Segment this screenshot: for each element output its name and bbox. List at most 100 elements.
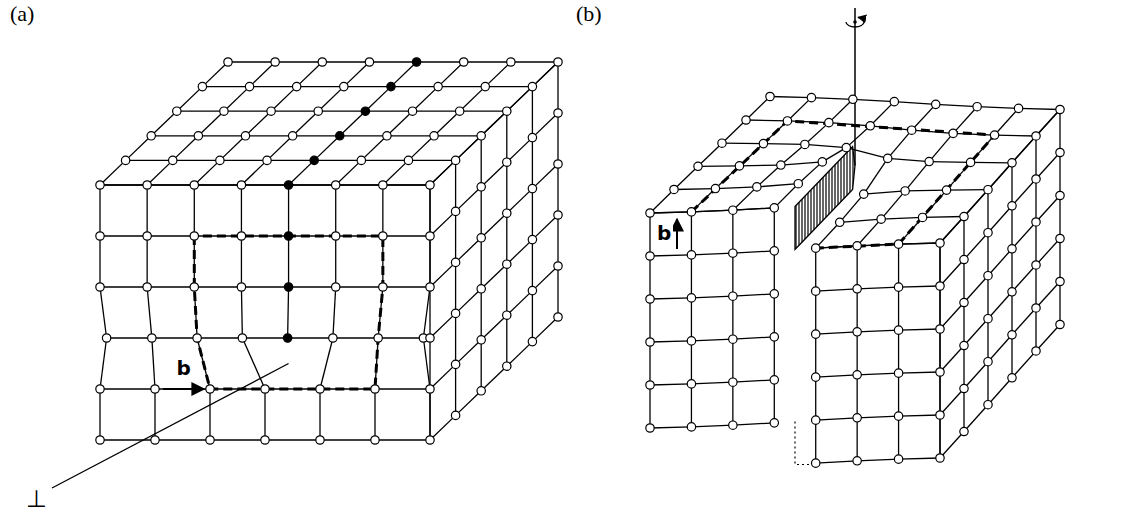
lattice-atom <box>1056 105 1064 113</box>
lattice-bond <box>456 238 482 263</box>
lattice-bond <box>423 338 430 389</box>
lattice-bond <box>485 62 511 87</box>
lattice-atom <box>942 186 950 194</box>
lattice-bond <box>940 217 964 243</box>
lattice-atom <box>918 213 926 221</box>
lattice-bond <box>265 439 320 440</box>
lattice-bond <box>250 86 297 87</box>
lattice-bond <box>988 249 1012 276</box>
lattice-atom <box>960 384 968 392</box>
lattice-bond <box>557 266 558 317</box>
lattice-bond <box>898 287 899 330</box>
lattice-atom <box>735 162 743 170</box>
lattice-bond <box>455 160 456 211</box>
lattice-bond <box>147 287 152 338</box>
lattice-bond <box>275 61 322 62</box>
lattice-bond <box>100 439 155 440</box>
lattice-atom <box>190 283 198 291</box>
lattice-bond <box>650 427 691 428</box>
lattice-bond <box>210 439 265 440</box>
lattice-bond <box>816 332 857 334</box>
lattice-bond <box>202 86 249 87</box>
lattice-atom <box>554 58 562 66</box>
lattice-bond <box>964 276 988 303</box>
lattice-atoms <box>96 58 1064 468</box>
lattice-bond <box>857 459 898 461</box>
lattice-bond <box>146 185 147 236</box>
lattice-bond <box>715 187 756 189</box>
lattice-atom <box>687 423 695 431</box>
lattice-atom <box>729 378 737 386</box>
lattice-bond <box>194 160 220 185</box>
lattice-bond <box>154 389 155 440</box>
lattice-atom <box>329 334 337 342</box>
lattice-bond <box>481 289 482 340</box>
lattice-bond <box>987 190 988 233</box>
lattice-bond <box>856 332 857 375</box>
lattice-bond <box>733 187 757 210</box>
lattice-bond <box>107 337 152 338</box>
lattice-bond <box>929 133 953 161</box>
lattice-bond <box>650 212 691 213</box>
lattice-bond <box>434 111 460 136</box>
lattice-atom <box>451 309 459 317</box>
lattice-bond <box>1012 179 1036 206</box>
lattice-bond <box>805 144 846 147</box>
lattice-atom <box>426 334 434 342</box>
lattice-atom <box>1032 132 1040 140</box>
lattice-atom <box>451 156 459 164</box>
lattice-bond <box>939 372 940 415</box>
lattice-atom <box>455 107 463 115</box>
lattice-bond <box>413 87 439 112</box>
lattice-atom <box>894 326 902 334</box>
lattice-bond <box>746 119 787 121</box>
lattice-bond <box>650 384 691 385</box>
dislocation-line <box>854 8 856 166</box>
lattice-bond <box>988 163 1012 190</box>
lattice-bond <box>840 219 881 222</box>
dislocation-line <box>52 364 289 489</box>
lattice-bond <box>940 303 964 329</box>
lattice-bond <box>787 121 828 123</box>
lattice-bond <box>881 191 905 219</box>
lattice-atom <box>711 184 719 192</box>
lattice-atom <box>936 325 944 333</box>
lattice-atom <box>1056 320 1064 328</box>
lattice-bond <box>507 291 533 316</box>
lattice-atom <box>842 143 850 151</box>
lattice-atom <box>554 211 562 219</box>
lattice-bond <box>455 313 456 364</box>
lattice-bond <box>267 136 293 161</box>
lattice-bond <box>506 264 507 315</box>
lattice-bond <box>898 244 899 287</box>
lattice-bond <box>650 298 691 299</box>
lattice-bond <box>988 378 1012 405</box>
lattice-atom <box>271 58 279 66</box>
lattice-atom <box>224 58 232 66</box>
burgers-vector-label: b <box>175 357 193 379</box>
lattice-bond <box>224 87 250 112</box>
lattice-atom <box>237 283 245 291</box>
lattice-bond <box>532 189 533 240</box>
lattice-atom <box>812 416 820 424</box>
lattice-atom <box>984 358 992 366</box>
lattice-bond <box>898 373 899 416</box>
lattice-atom <box>503 362 511 370</box>
lattice-bond <box>481 213 507 238</box>
lattice-atom <box>973 102 981 110</box>
lattice-bond <box>691 210 732 212</box>
lattice-bond <box>846 126 870 148</box>
lattice-bond <box>297 86 344 87</box>
lattice-atom <box>238 334 246 342</box>
lattice-bond <box>287 287 289 338</box>
extra-plane-atom <box>387 82 395 90</box>
lattice-bond <box>194 184 241 185</box>
extra-plane-atom <box>284 181 292 189</box>
lattice-atom <box>794 180 802 188</box>
lattice-atom <box>783 117 791 125</box>
lattice-bond <box>288 337 333 338</box>
lattice-bond <box>856 289 857 332</box>
lattice-bond <box>456 391 482 416</box>
lattice-atom <box>936 368 944 376</box>
lattice-atom <box>753 183 761 191</box>
